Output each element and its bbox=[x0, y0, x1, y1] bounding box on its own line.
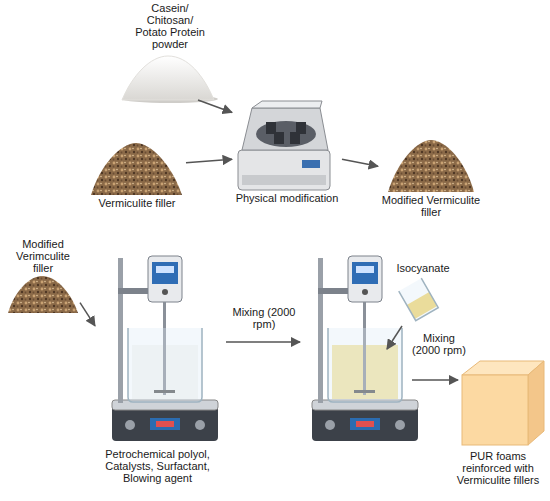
mixing-arrow bbox=[412, 379, 458, 381]
flow-arrow bbox=[198, 100, 232, 112]
step-annotation: Mixing (2000 rpm) bbox=[410, 332, 468, 356]
step-label: PUR foams reinforced with Vermiculite fi… bbox=[452, 450, 544, 486]
step-label: Isocyanate bbox=[388, 262, 458, 274]
mixing-arrow bbox=[226, 341, 300, 343]
process-step: Physical modification bbox=[232, 100, 342, 204]
process-step: Modified Vermiculite filler bbox=[378, 136, 484, 218]
process-step: PUR foams reinforced with Vermiculite fi… bbox=[452, 360, 544, 486]
ball-mill bbox=[238, 101, 330, 190]
isocyanate-beaker bbox=[399, 278, 439, 320]
modified-vermiculite-pile bbox=[8, 276, 78, 313]
mechanical-stirrer bbox=[312, 256, 418, 441]
step-label: Vermiculite filler bbox=[88, 197, 186, 209]
process-step: Petrochemical polyol, Catalysts, Surfact… bbox=[95, 248, 220, 484]
step-label: Casein/ Chitosan/ Potato Protein powder bbox=[130, 2, 210, 50]
step-label: Physical modification bbox=[232, 192, 342, 204]
process-step: Vermiculite filler bbox=[88, 140, 186, 209]
flow-arrow bbox=[342, 159, 378, 166]
mechanical-stirrer bbox=[112, 256, 218, 441]
process-step: Modified Verimculite filler bbox=[6, 238, 80, 314]
step-label: Modified Verimculite filler bbox=[6, 238, 80, 274]
process-step: Casein/ Chitosan/ Potato Protein powder bbox=[130, 2, 210, 100]
flow-arrow bbox=[186, 159, 232, 162]
powder-pile bbox=[122, 56, 218, 103]
flow-arrow bbox=[80, 303, 95, 326]
process-step: Isocyanate bbox=[388, 262, 458, 334]
step-label: Petrochemical polyol, Catalysts, Surfact… bbox=[95, 448, 220, 484]
vermiculite-pile bbox=[91, 143, 182, 195]
foam-block bbox=[462, 361, 544, 445]
modified-vermiculite-pile bbox=[388, 140, 474, 192]
step-annotation: Mixing (2000 rpm) bbox=[232, 306, 296, 330]
pour-arrow bbox=[387, 326, 402, 349]
step-label: Modified Vermiculite filler bbox=[378, 194, 484, 218]
